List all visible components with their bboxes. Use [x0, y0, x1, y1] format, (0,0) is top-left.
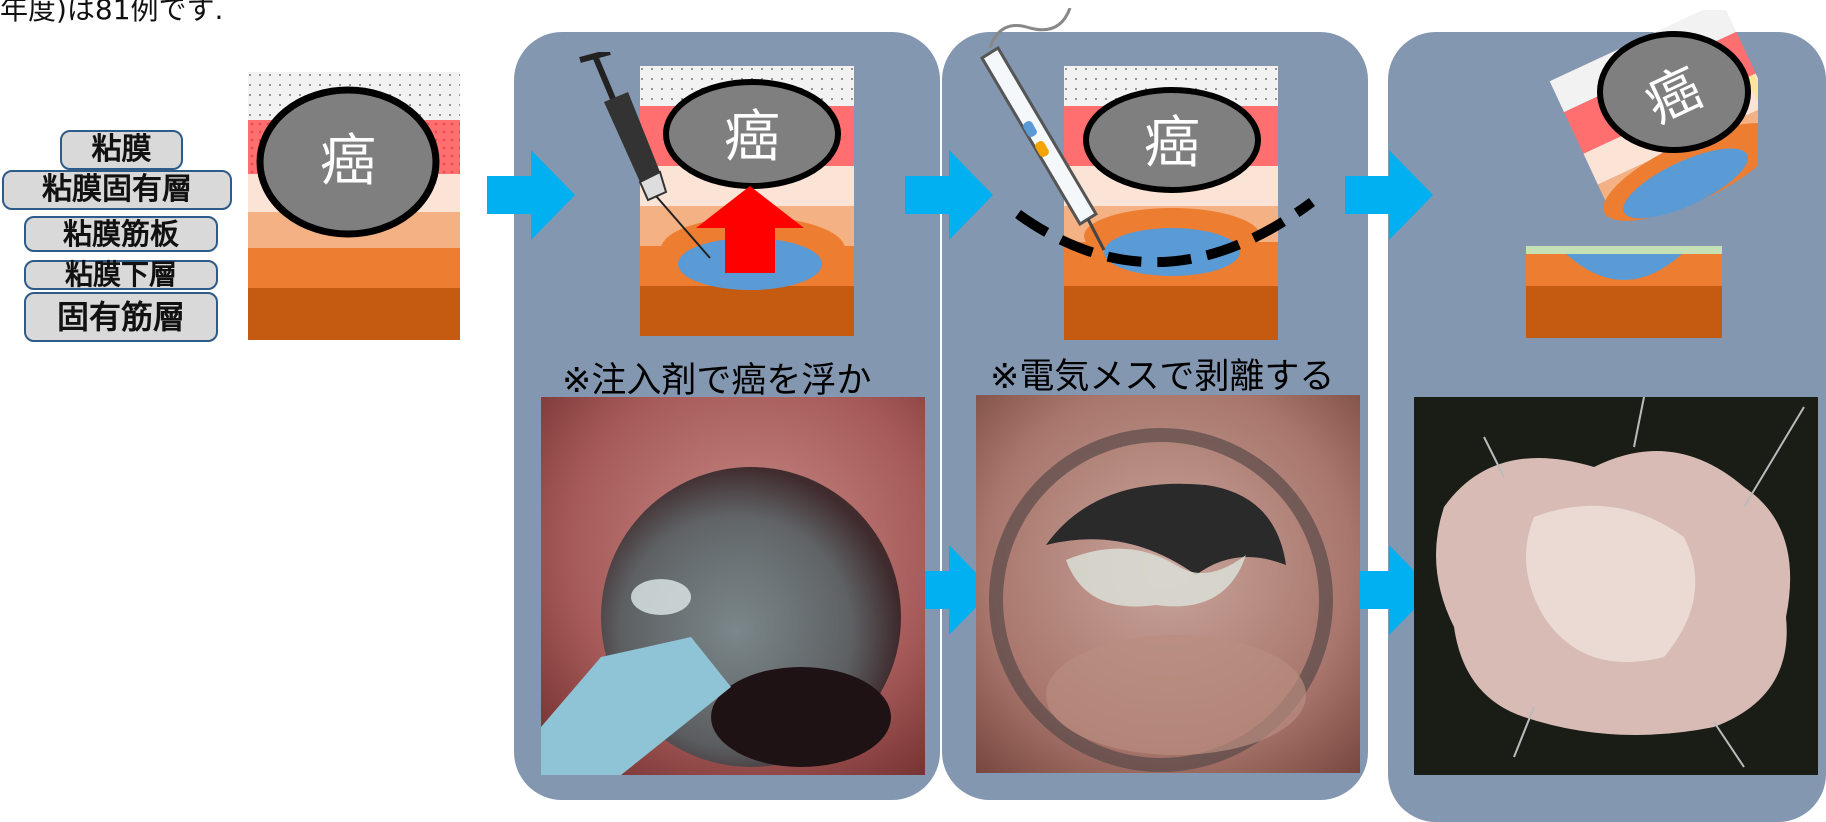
tumor-label: 癌: [320, 129, 376, 194]
tumor-label: 癌: [724, 105, 780, 170]
caption-injection: ※注入剤で癌を浮か: [562, 352, 871, 403]
label-mucosa: 粘膜: [60, 130, 183, 170]
caption-dissection: ※電気メスで剥離する: [990, 348, 1334, 399]
tumor-label: 癌: [1144, 111, 1200, 176]
layer-legend: 粘膜 粘膜固有層 粘膜筋板 粘膜下層 固有筋層: [0, 128, 235, 348]
flow-arrow-icon: [1345, 150, 1433, 240]
electric-knife-icon: [970, 8, 1130, 258]
label-muscularis-propria: 固有筋層: [24, 292, 218, 342]
flow-arrow-icon: [487, 150, 575, 240]
intro-text: 年度)は81例です.: [0, 0, 223, 28]
label-muscularis-mucosae: 粘膜筋板: [24, 216, 218, 252]
endoscopy-photo-injection: [541, 397, 925, 775]
label-lamina-propria: 粘膜固有層: [2, 170, 232, 210]
tissue-diagram-initial: 癌: [248, 72, 460, 340]
tissue-diagram-resected: 癌: [1526, 10, 1758, 340]
resected-specimen-photo: [1414, 397, 1818, 775]
endoscopy-photo-dissection: [976, 395, 1360, 773]
label-submucosa: 粘膜下層: [24, 260, 218, 290]
syringe-icon: [570, 52, 720, 272]
